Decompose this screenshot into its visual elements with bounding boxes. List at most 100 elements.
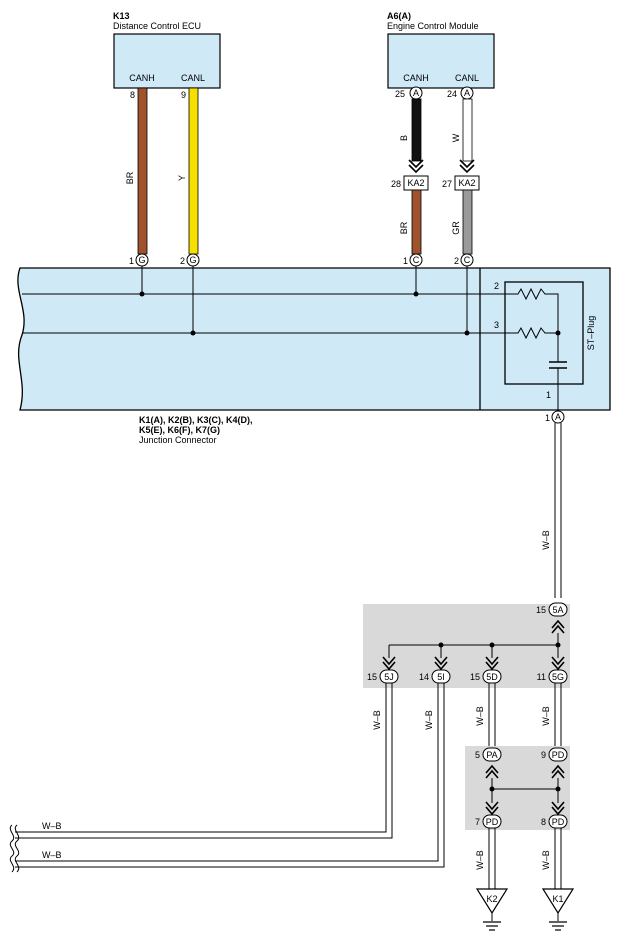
a6-pin-canl: 24 bbox=[447, 89, 457, 99]
cpd9-pin: 9 bbox=[541, 750, 546, 760]
cpd7-code: PD bbox=[486, 817, 499, 827]
c5a-connector bbox=[548, 602, 568, 617]
left-bottom-wire-color: W–B bbox=[42, 850, 62, 860]
wire-5g-color: W–B bbox=[541, 706, 551, 726]
a6-canh-wire bbox=[411, 98, 422, 162]
ka2-left-code: KA2 bbox=[407, 178, 424, 188]
c5a-code: 5A bbox=[552, 605, 563, 615]
cpa-chevron-icon bbox=[485, 764, 499, 779]
jc-g1-pin: 1 bbox=[129, 256, 134, 266]
ground-k1-icon bbox=[541, 888, 575, 915]
splice-dot bbox=[464, 330, 470, 336]
cpd9-chevron-icon bbox=[551, 764, 565, 779]
c5j-chevron-icon bbox=[382, 656, 396, 671]
st-plug-label: ST–Plug bbox=[586, 316, 596, 351]
k13-canh-wire-color: BR bbox=[125, 171, 135, 184]
splice-dot bbox=[139, 291, 145, 297]
ground-k2-label: K2 bbox=[486, 894, 497, 904]
ka2-left-pin: 28 bbox=[391, 179, 401, 189]
junction-connector-body bbox=[17, 267, 611, 411]
wire-5i-color: W–B bbox=[424, 710, 434, 730]
splice-dot bbox=[555, 786, 561, 792]
wire-5j-color: W–B bbox=[372, 710, 382, 730]
a6-canh-label: CANH bbox=[403, 73, 429, 83]
jc-c2-pin: 2 bbox=[454, 256, 459, 266]
a6-canh-connector-code: A bbox=[413, 88, 419, 98]
wire-5i-outer bbox=[15, 683, 439, 862]
ka2-left-chevron-icon bbox=[408, 159, 424, 174]
junction-name: Junction Connector bbox=[139, 435, 217, 445]
cpa-pin: 5 bbox=[475, 750, 480, 760]
c5i-code: 5I bbox=[437, 672, 445, 682]
a6-canl-label: CANL bbox=[455, 73, 479, 83]
a6-canl-wire-color: W bbox=[451, 133, 461, 142]
ground-k2-icon bbox=[475, 888, 509, 915]
k13-canl-wire-color: Y bbox=[177, 175, 187, 181]
ka2-right-code: KA2 bbox=[458, 178, 475, 188]
ka2-right-pin: 27 bbox=[442, 179, 452, 189]
c5j-pin: 15 bbox=[367, 672, 377, 682]
c5g-connector bbox=[548, 669, 568, 684]
jc-c2-code: C bbox=[464, 255, 471, 265]
ka2-canl-wire bbox=[462, 189, 473, 255]
cpd8-connector bbox=[548, 814, 568, 829]
c5i-chevron-icon bbox=[434, 656, 448, 671]
splice-dot bbox=[555, 330, 561, 336]
cpa-code: PA bbox=[486, 750, 497, 760]
st-plug-pin1: 1 bbox=[546, 390, 551, 400]
c5d-chevron-icon bbox=[485, 656, 499, 671]
ka2-canh-wire-color: BR bbox=[399, 221, 409, 234]
jc-a1-code: A bbox=[555, 412, 561, 422]
junction-codes-line1: K1(A), K2(B), K3(C), K4(D), bbox=[139, 415, 253, 425]
c5d-pin: 15 bbox=[470, 672, 480, 682]
ka2-canh-wire bbox=[411, 189, 422, 255]
jc-a1-pin: 1 bbox=[545, 413, 550, 423]
wire-5d-color: W–B bbox=[475, 706, 485, 726]
c5i-connector bbox=[431, 669, 451, 684]
c5g-chevron-icon bbox=[551, 656, 565, 671]
cpd7-pin: 7 bbox=[475, 817, 480, 827]
c5g-pin: 11 bbox=[537, 672, 546, 682]
c5a-chevron-icon bbox=[551, 619, 565, 634]
wire-pd7-color: W–B bbox=[475, 850, 485, 870]
c5j-connector bbox=[379, 669, 399, 684]
cpd8-code: PD bbox=[552, 817, 565, 827]
splice-dot bbox=[413, 291, 419, 297]
wire-5i-inner bbox=[15, 683, 445, 868]
cpd9-connector bbox=[548, 747, 568, 762]
a6-box bbox=[387, 33, 495, 89]
ground-k1-label: K1 bbox=[552, 894, 563, 904]
k13-canl-wire bbox=[188, 87, 199, 255]
k13-code: K13 bbox=[113, 11, 130, 21]
jc-c1-pin: 1 bbox=[403, 256, 408, 266]
cpd9-code: PD bbox=[552, 750, 565, 760]
k13-canh-label: CANH bbox=[129, 73, 155, 83]
st-plug-pin3: 3 bbox=[494, 320, 499, 330]
splice-dot bbox=[489, 786, 495, 792]
left-top-wire-color: W–B bbox=[42, 821, 62, 831]
k13-canh-wire bbox=[137, 87, 148, 255]
c5i-pin: 14 bbox=[419, 672, 429, 682]
splice-dot bbox=[190, 330, 196, 336]
ka2-canl-wire-color: GR bbox=[451, 221, 461, 235]
resistor-top-icon bbox=[505, 287, 559, 362]
k13-pin-canl: 9 bbox=[181, 90, 186, 100]
resistor-bottom-icon bbox=[505, 326, 558, 340]
cpd7-connector bbox=[482, 814, 502, 829]
ka2-right-chevron-icon bbox=[459, 159, 475, 174]
c5d-code: 5D bbox=[486, 672, 498, 682]
a6-canl-connector-code: A bbox=[464, 88, 470, 98]
wire-break-icon bbox=[9, 824, 15, 873]
jc-g2-pin: 2 bbox=[180, 256, 185, 266]
a6-pin-canh: 25 bbox=[395, 89, 405, 99]
c5d-connector bbox=[482, 669, 502, 684]
a6-canh-wire-color: B bbox=[399, 135, 409, 141]
k13-pin-canh: 8 bbox=[130, 90, 135, 100]
st-plug-pin2: 2 bbox=[494, 281, 499, 291]
a6-canl-wire bbox=[462, 98, 473, 162]
c5a-pin: 15 bbox=[536, 605, 546, 615]
junction-codes-line2: K5(E), K6(F), K7(G) bbox=[139, 425, 220, 435]
k13-box bbox=[113, 33, 221, 89]
jc-a1-connector bbox=[551, 410, 565, 424]
